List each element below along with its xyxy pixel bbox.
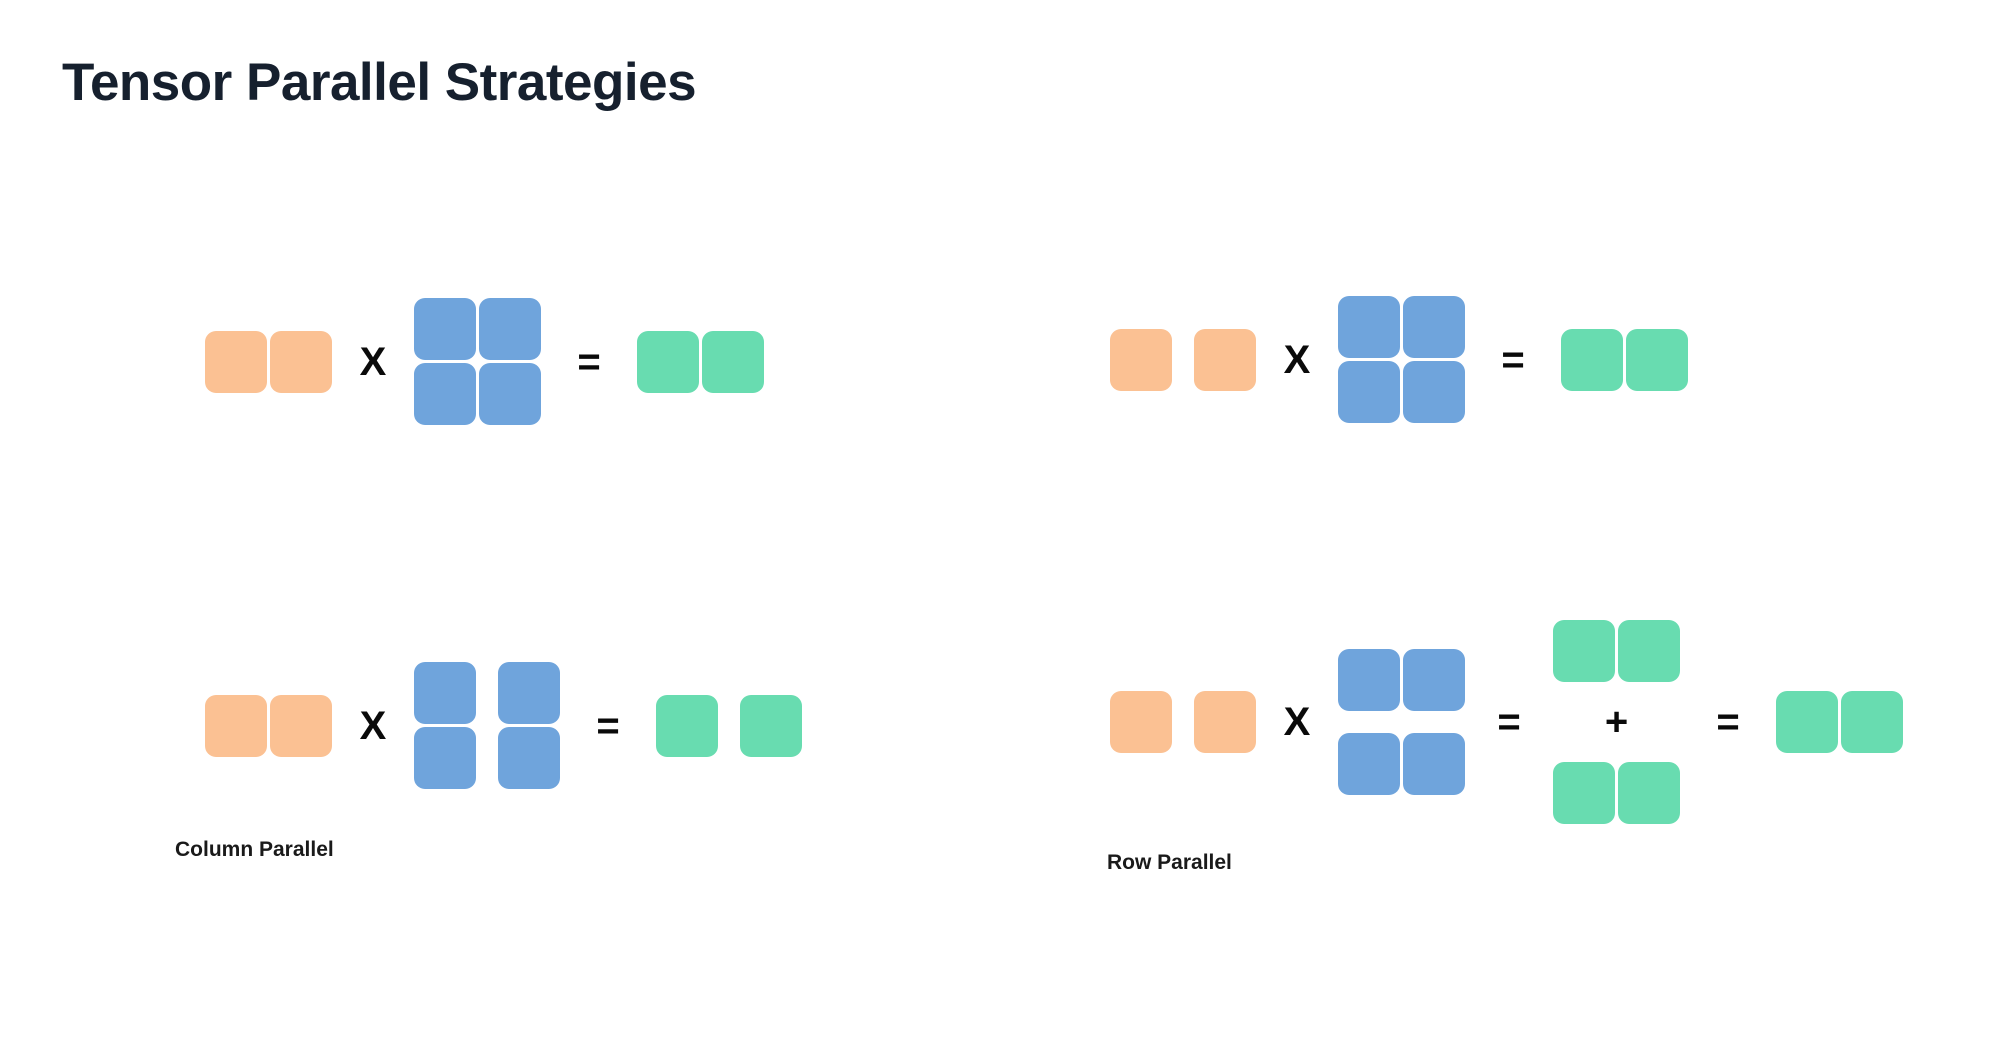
matrix-cell [1561, 328, 1623, 391]
matrix-cell [1194, 328, 1256, 391]
matrix-row [414, 298, 541, 360]
matrix-cell [1618, 620, 1680, 682]
input-matrix-orange [1110, 691, 1256, 753]
column-parallel-split-equation: X = [205, 662, 802, 789]
matrix-cell [1403, 296, 1465, 358]
plus-operator: + [1604, 700, 1629, 744]
matrix-cell [1403, 649, 1465, 711]
matrix-cell [270, 694, 332, 757]
matrix-row [1338, 296, 1465, 358]
matrix-cell [1194, 691, 1256, 753]
matrix-row [637, 330, 764, 393]
input-matrix-orange [205, 330, 332, 393]
row-parallel-split-equation: X = + = [1110, 620, 1903, 824]
matrix-cell [1626, 328, 1688, 391]
matrix-cell [1110, 691, 1172, 753]
matrix-cell [1553, 620, 1615, 682]
weight-shard-column [414, 662, 476, 789]
matrix-cell [414, 363, 476, 425]
matrix-cell [498, 662, 560, 724]
matrix-row [1338, 361, 1465, 423]
weight-matrix-blue-row-split [1338, 649, 1465, 795]
output-matrix-green [1561, 328, 1688, 391]
matrix-cell [1841, 691, 1903, 753]
output-matrix-green [1776, 691, 1903, 753]
matrix-cell [414, 727, 476, 789]
matrix-cell [479, 363, 541, 425]
matrix-cell [1338, 649, 1400, 711]
equals-operator: = [596, 703, 620, 748]
matrix-cell [1110, 328, 1172, 391]
output-matrix-green [637, 330, 764, 393]
matrix-cell [479, 298, 541, 360]
matrix-cell [1403, 361, 1465, 423]
matrix-cell [1338, 296, 1400, 358]
matrix-cell [637, 330, 699, 393]
weight-shard-row [1338, 649, 1465, 711]
output-matrix-green-column-split [656, 694, 802, 757]
page-title: Tensor Parallel Strategies [62, 53, 697, 112]
matrix-cell [702, 330, 764, 393]
equals-operator-final: = [1716, 700, 1740, 744]
matrix-cell [740, 694, 802, 757]
matrix-cell [1338, 733, 1400, 795]
equals-operator: = [1501, 337, 1525, 382]
multiply-operator: X [1283, 700, 1311, 744]
multiply-operator: X [1283, 337, 1311, 382]
matrix-cell [270, 330, 332, 393]
matrix-cell [205, 694, 267, 757]
weight-matrix-blue [414, 298, 541, 425]
matrix-cell [1403, 733, 1465, 795]
matrix-cell [498, 727, 560, 789]
matrix-cell [1776, 691, 1838, 753]
equals-operator: = [577, 339, 601, 384]
matrix-cell [1553, 762, 1615, 824]
input-matrix-orange [1110, 328, 1256, 391]
weight-shard-row [1338, 733, 1465, 795]
matrix-cell [414, 298, 476, 360]
partial-output-green [1553, 762, 1680, 824]
column-parallel-label: Column Parallel [175, 838, 334, 861]
matrix-cell [1618, 762, 1680, 824]
row-parallel-reference-equation: X = [1110, 296, 1688, 423]
matrix-cell [1338, 361, 1400, 423]
matrix-row [205, 694, 332, 757]
row-parallel-label: Row Parallel [1107, 851, 1232, 874]
matrix-cell [205, 330, 267, 393]
weight-matrix-blue-column-split [414, 662, 560, 789]
column-parallel-reference-equation: X = [205, 298, 764, 425]
multiply-operator: X [359, 339, 387, 384]
equals-operator: = [1497, 700, 1521, 744]
multiply-operator: X [359, 703, 387, 748]
partial-output-green [1553, 620, 1680, 682]
partial-output-accumulation: + [1553, 620, 1680, 824]
matrix-cell [656, 694, 718, 757]
weight-matrix-blue [1338, 296, 1465, 423]
matrix-row [414, 363, 541, 425]
matrix-row [205, 330, 332, 393]
weight-shard-column [498, 662, 560, 789]
input-matrix-orange [205, 694, 332, 757]
matrix-cell [414, 662, 476, 724]
